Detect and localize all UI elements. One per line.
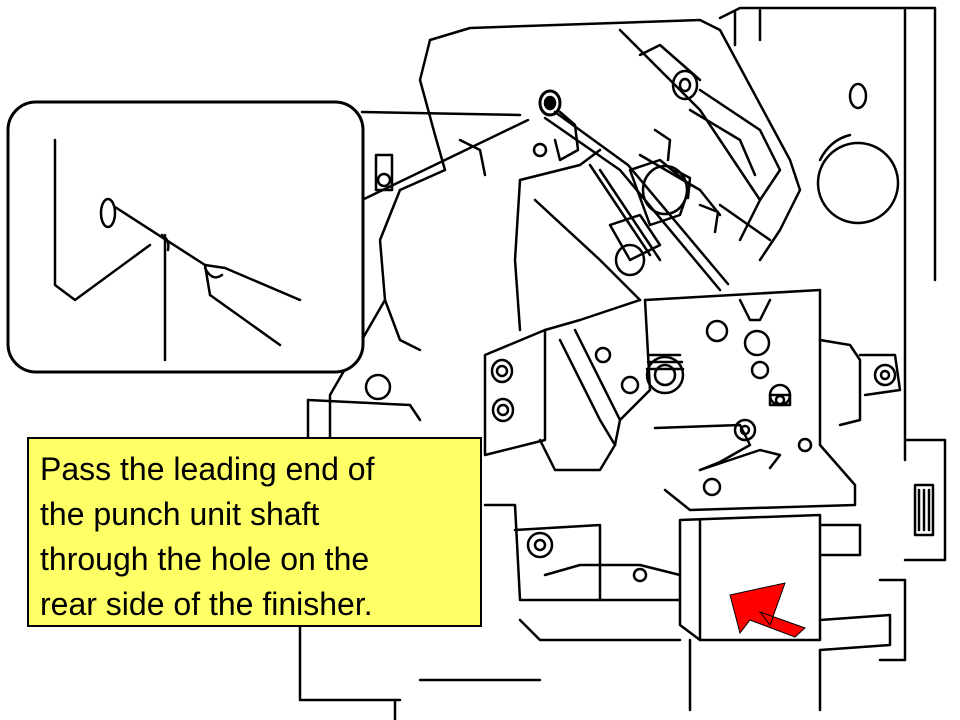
chassis-body (306, 18, 802, 442)
instruction-line-3: through the hole on the (40, 541, 370, 577)
inset-leader (360, 110, 530, 202)
instruction-callout: Pass the leading end of the punch unit s… (27, 437, 482, 627)
inset-callout (6, 100, 365, 374)
instruction-line-2: the punch unit shaft (40, 496, 320, 532)
punch-unit-shaft (543, 110, 730, 292)
finisher-frame (718, 6, 947, 662)
instruction-line-1: Pass the leading end of (40, 451, 375, 487)
red-direction-arrow (729, 582, 806, 638)
motor-housing (298, 503, 892, 720)
punch-unit-plate (594, 288, 902, 512)
upper-roller-assembly (588, 28, 782, 277)
rear-hole (532, 89, 580, 162)
side-plate (483, 298, 642, 472)
instruction-line-4: rear side of the finisher. (40, 586, 373, 622)
